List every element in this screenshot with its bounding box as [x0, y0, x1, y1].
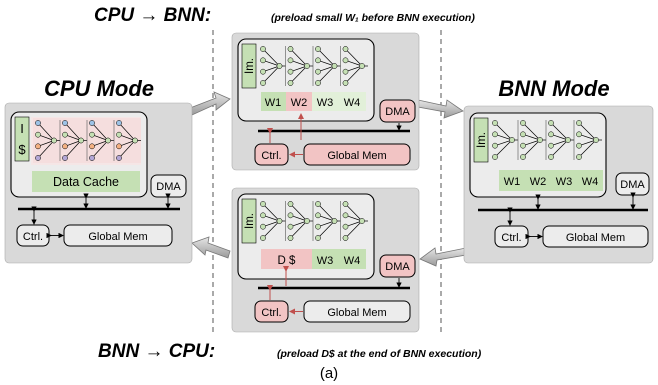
- cpu-globalmem-label: Global Mem: [88, 231, 147, 243]
- bnn-ctrl-label: Ctrl.: [501, 232, 521, 244]
- bnn-weights-box: [499, 170, 603, 191]
- bnn-w3-label: W3: [556, 176, 573, 188]
- top-w4-label: W4: [344, 97, 361, 109]
- bnn-mode-title: BNN Mode: [498, 76, 609, 101]
- top-w1-box: [261, 92, 286, 111]
- icache-block: [15, 117, 29, 161]
- bottom-globalmem-label: Global Mem: [327, 307, 386, 319]
- bnn-w4-label: W4: [582, 176, 599, 188]
- bnn-mode-panel: Im. W1 W2 W3 W4 DMA Ctrl. Global Mem: [463, 105, 654, 264]
- transition-top-panel: Im. W1 W2 W3 W4 DMA Ctrl. Global Mem: [231, 32, 420, 171]
- top-w34-box: [312, 92, 366, 111]
- top-w2-box: [286, 92, 312, 111]
- icache-label-i: I: [20, 121, 24, 136]
- arrow-bottom-to-cpu: [191, 236, 231, 259]
- icache-label-s: $: [18, 142, 26, 157]
- top-header-main: CPU → BNN:: [94, 5, 211, 26]
- top-header-note: (preload small W₁ before BNN execution): [271, 12, 475, 24]
- bottom-ctrl-box: [254, 300, 289, 323]
- figure-caption: (a): [320, 365, 338, 382]
- transition-bottom-panel: Im. D $ W3 W4 DMA Ctrl. Global Mem: [231, 187, 420, 333]
- cpu-mode-panel: I $ Data Cache DMA Ctrl. Global Mem: [4, 102, 193, 264]
- top-w2-label: W2: [291, 97, 308, 109]
- bottom-w4-label: W4: [344, 255, 361, 267]
- bnn-w1-label: W1: [504, 176, 521, 188]
- bottom-dcache-box: [261, 249, 312, 269]
- bnn-im-block: [473, 117, 489, 163]
- cpu-ctrl-label: Ctrl.: [23, 231, 43, 243]
- arrow-bnn-to-bottom: [419, 247, 467, 267]
- top-w1-label: W1: [265, 97, 282, 109]
- top-globalmem-label: Global Mem: [327, 150, 386, 162]
- arrow-top-to-bnn: [417, 99, 464, 119]
- top-network-icon: [260, 46, 368, 86]
- top-dma-label: DMA: [385, 106, 410, 118]
- bottom-im-label: Im.: [244, 213, 256, 229]
- arrow-cpu-to-top: [189, 91, 231, 116]
- bnn-w2-label: W2: [530, 176, 547, 188]
- bnn-globalmem-box: [542, 225, 649, 248]
- top-ctrl-box: [254, 143, 289, 166]
- bottom-dma-box: [379, 254, 416, 278]
- top-w3-label: W3: [317, 97, 334, 109]
- top-ctrl-label: Ctrl.: [261, 150, 281, 162]
- cpu-globalmem-box: [63, 224, 173, 247]
- bnn-dma-label: DMA: [620, 179, 645, 191]
- bnn-globalmem-label: Global Mem: [566, 232, 625, 244]
- top-im-label: Im.: [244, 58, 256, 74]
- bottom-w3-label: W3: [317, 255, 334, 267]
- top-dma-box: [379, 99, 416, 123]
- top-globalmem-box: [303, 143, 411, 166]
- bnn-network-icon: [492, 120, 602, 160]
- bnn-im-label: Im.: [476, 132, 488, 148]
- bottom-dma-label: DMA: [385, 261, 410, 273]
- bottom-dcache-label: D $: [278, 255, 297, 267]
- cpu-dma-label: DMA: [156, 181, 181, 193]
- top-im-block: [241, 43, 257, 89]
- bottom-ctrl-label: Ctrl.: [261, 307, 281, 319]
- data-cache-label: Data Cache: [53, 175, 119, 189]
- bottom-header-note: (preload D$ at the end of BNN execution): [277, 348, 482, 360]
- cpu-mode-title: CPU Mode: [44, 76, 154, 101]
- cpu-network-icon: [33, 118, 141, 163]
- data-cache-block: [32, 171, 140, 192]
- bottom-im-block: [241, 198, 257, 244]
- bottom-globalmem-box: [303, 300, 411, 323]
- bottom-header-main: BNN → CPU:: [98, 341, 215, 362]
- bottom-w34-box: [312, 249, 366, 269]
- bottom-network-icon: [260, 201, 368, 241]
